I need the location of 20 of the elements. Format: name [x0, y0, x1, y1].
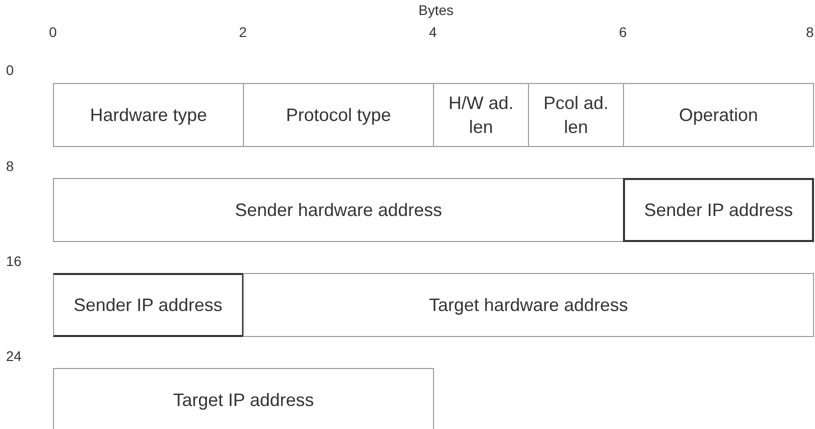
row-offset: 24 — [6, 348, 22, 364]
row-offset: 16 — [6, 253, 22, 269]
packet-field: Target IP address — [53, 368, 434, 429]
packet-field: Hardware type — [53, 83, 244, 147]
row-offset: 8 — [6, 158, 14, 174]
packet-field: Sender IP address — [53, 273, 244, 337]
row-offset: 0 — [6, 62, 14, 78]
packet-field: H/W ad. len — [433, 83, 529, 147]
tick-label: 0 — [49, 24, 57, 40]
tick-label: 2 — [239, 24, 247, 40]
packet-field: Pcol ad. len — [528, 83, 624, 147]
packet-field: Operation — [623, 83, 814, 147]
packet-field: Sender hardware address — [53, 178, 624, 242]
packet-field: Target hardware address — [243, 273, 814, 337]
packet-field: Protocol type — [243, 83, 434, 147]
tick-label: 8 — [806, 24, 814, 40]
packet-field: Sender IP address — [623, 178, 814, 242]
tick-label: 6 — [619, 24, 627, 40]
axis-title: Bytes — [418, 2, 454, 18]
tick-label: 4 — [429, 24, 437, 40]
